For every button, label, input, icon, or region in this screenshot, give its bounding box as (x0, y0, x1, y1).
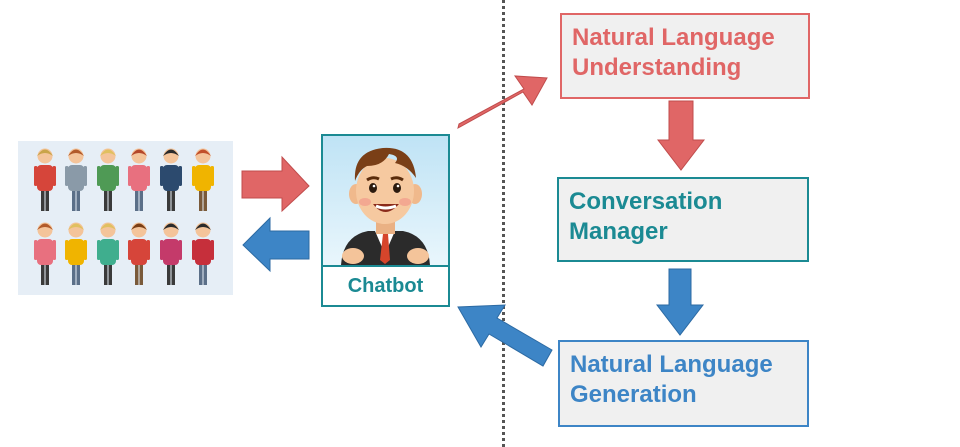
cm-line2: Manager (569, 218, 668, 245)
businessman-avatar-icon (323, 136, 448, 265)
dotted-divider (502, 0, 505, 447)
cm-line1: Conversation (569, 188, 723, 215)
chatbot-label: Chatbot (323, 265, 448, 305)
nlu-box: Natural Language Understanding (560, 13, 810, 99)
chatbot-card: Chatbot (321, 134, 450, 307)
arrow-cm-to-nlg (655, 268, 705, 336)
arrow-to-users (242, 216, 310, 273)
conversation-manager-box: Conversation Manager (557, 177, 809, 262)
people-group-icon (34, 148, 214, 285)
arrow-to-chatbot (241, 155, 310, 213)
arrow-to-nlu (457, 75, 548, 129)
nlu-line1: Natural Language (572, 24, 775, 51)
arrow-nlg-to-chatbot (457, 304, 553, 367)
nlg-line2: Generation (570, 381, 697, 408)
nlg-box: Natural Language Generation (558, 340, 809, 427)
arrow-nlu-to-cm (656, 100, 706, 171)
users-illustration (18, 141, 233, 295)
nlg-line1: Natural Language (570, 351, 773, 378)
nlu-line2: Understanding (572, 54, 742, 81)
